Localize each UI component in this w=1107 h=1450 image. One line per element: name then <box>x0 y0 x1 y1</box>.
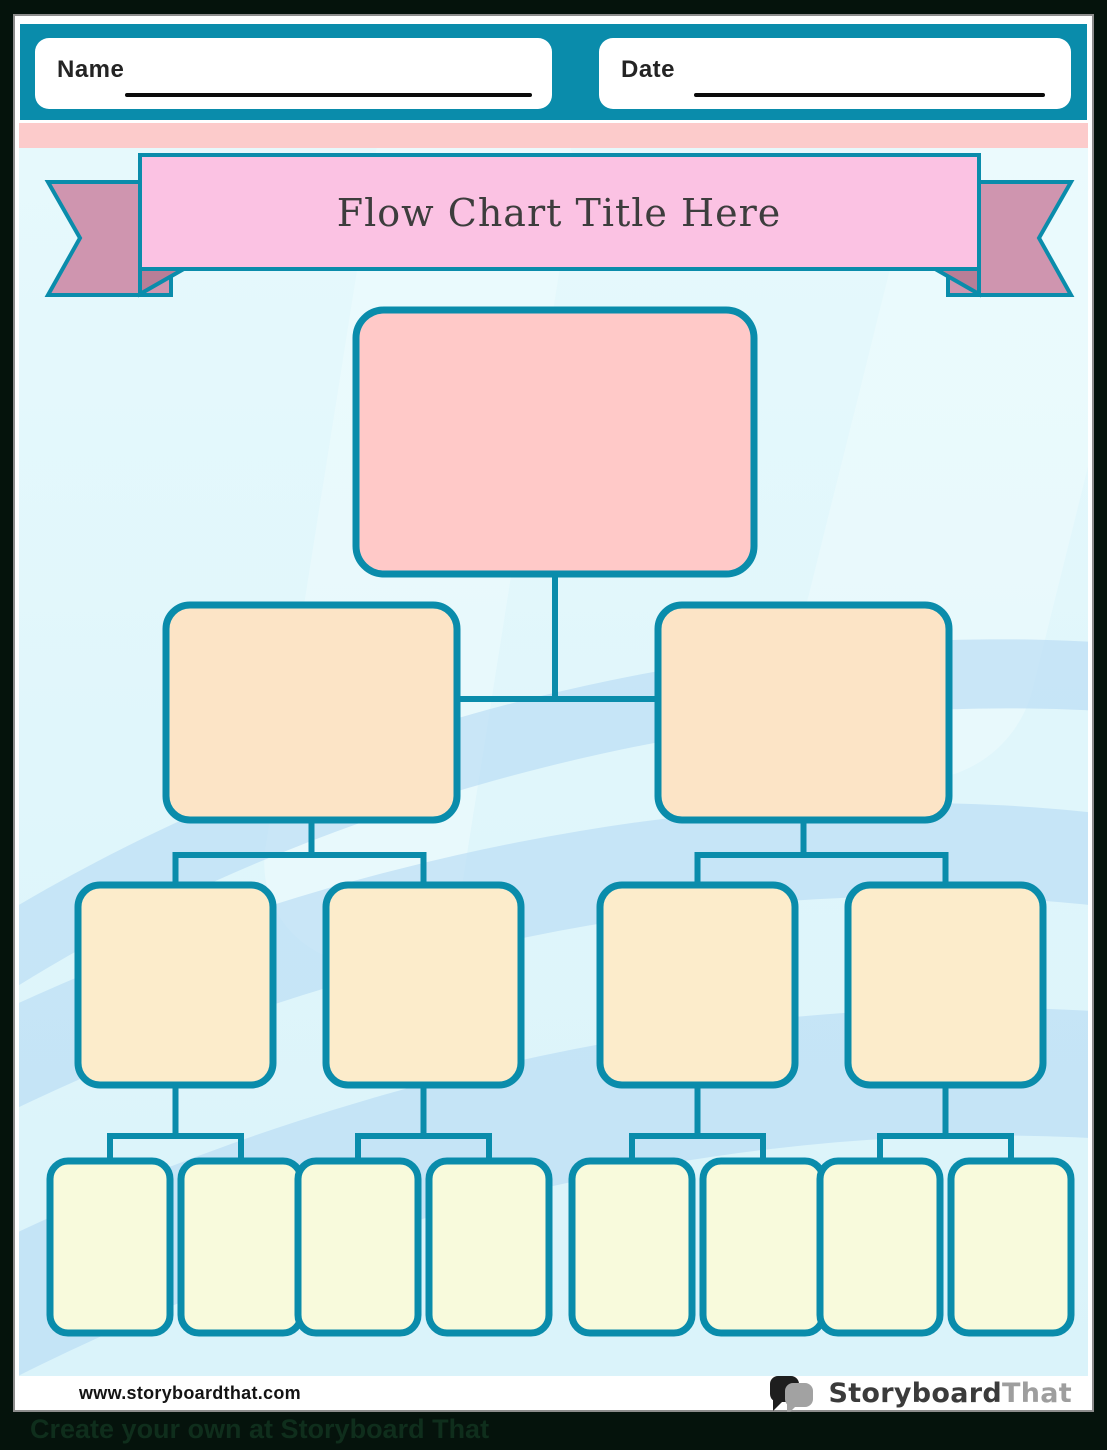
name-field: Name <box>35 38 552 109</box>
flow-chart-title[interactable]: Flow Chart Title Here <box>337 191 782 235</box>
flowchart-svg: Flow Chart Title Here <box>44 153 1075 1337</box>
flow-box-level4-5[interactable] <box>568 1157 696 1337</box>
connector-l3-l4-3 <box>629 1085 766 1161</box>
create-your-own-text: Create your own at Storyboard That <box>30 1414 490 1444</box>
speech-bubbles-icon <box>770 1373 818 1415</box>
connector-l1-l2 <box>457 574 658 702</box>
footer-strip: www.storyboardthat.com StoryboardThat <box>19 1373 1088 1415</box>
flow-box-level4-4[interactable] <box>425 1157 553 1337</box>
flow-box-level4-1[interactable] <box>46 1157 174 1337</box>
logo-storyboard: Storyboard <box>828 1377 1003 1409</box>
connector-l3-l4-1 <box>107 1085 244 1161</box>
flow-box-level3-1[interactable] <box>74 881 277 1089</box>
bottom-dark-band: Create your own at Storyboard That <box>0 1412 1107 1450</box>
flow-box-level4-7[interactable] <box>816 1157 944 1337</box>
flow-box-level2-2[interactable] <box>654 601 953 824</box>
name-input-line[interactable] <box>125 93 532 97</box>
date-label: Date <box>621 56 676 83</box>
speech-bubble-gray-icon <box>785 1383 814 1415</box>
header-bar: Name Date <box>20 24 1087 120</box>
connector-l2-l3-right <box>694 820 949 885</box>
flow-box-level3-2[interactable] <box>322 881 525 1089</box>
connector-l3-l4-4 <box>877 1085 1014 1161</box>
connector-l2-l3-left <box>172 820 427 885</box>
flow-box-level2-1[interactable] <box>162 601 461 824</box>
banner-plate <box>138 153 981 271</box>
date-input-line[interactable] <box>694 93 1045 97</box>
flow-box-level4-3[interactable] <box>294 1157 422 1337</box>
logo-wordmark: StoryboardThat <box>828 1378 1072 1409</box>
flow-box-level4-6[interactable] <box>699 1157 827 1337</box>
storyboardthat-logo: StoryboardThat <box>770 1373 1072 1415</box>
name-label: Name <box>57 56 125 83</box>
flow-box-level4-2[interactable] <box>177 1157 305 1337</box>
worksheet-paper: Name Date Flow Chart Title Her <box>13 14 1094 1415</box>
flow-box-level1[interactable] <box>352 306 758 578</box>
flow-box-level3-3[interactable] <box>596 881 799 1089</box>
flowchart-area: Flow Chart Title Here <box>19 148 1088 1376</box>
website-url: www.storyboardthat.com <box>79 1382 301 1403</box>
pink-divider <box>19 123 1088 148</box>
logo-that: That <box>1002 1377 1072 1409</box>
flow-box-level3-4[interactable] <box>844 881 1047 1089</box>
flow-box-level4-8[interactable] <box>947 1157 1075 1337</box>
date-field: Date <box>599 38 1071 109</box>
connector-l3-l4-2 <box>355 1085 492 1161</box>
